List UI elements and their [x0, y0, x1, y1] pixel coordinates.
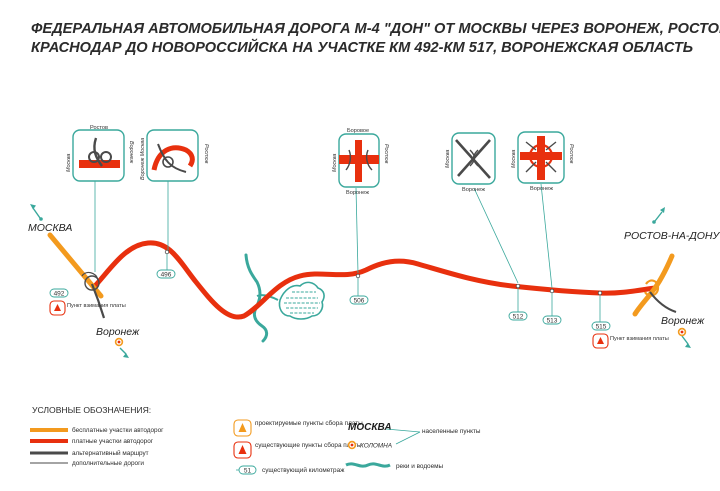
alt-route-voronezh-left: [90, 283, 106, 319]
projected-cone-icon: [238, 423, 247, 432]
toll-point-left-label: Пункт взимания платы: [67, 303, 126, 309]
legend-extra-roads: дополнительные дороги: [72, 460, 144, 467]
city-markers: [114, 327, 687, 347]
interchange-1-top-label: Ростов: [90, 125, 108, 131]
map-title-line-1: ФЕДЕРАЛЬНАЯ АВТОМОБИЛЬНАЯ ДОРОГА М-4 "ДО…: [31, 21, 720, 37]
interchange-scheme-5: Москва Ростов Воронеж: [511, 131, 574, 192]
legend-town-example: КОЛОМНА: [360, 443, 392, 450]
interchange-scheme-3: Боровое Москва Ростов Воронеж: [332, 128, 389, 196]
toll-point-left: Пункт взимания платы: [49, 300, 126, 316]
legend-rivers: реки и водоемы: [396, 463, 444, 470]
km-513-label: 513: [547, 317, 558, 324]
interchange-2-right-label: Ростов: [203, 144, 209, 164]
legend: УСЛОВНЫЕ ОБОЗНАЧЕНИЯ: бесплатные участки…: [30, 405, 481, 475]
existing-cone-icon: [238, 445, 247, 454]
legend-toll-roads: платные участки автодорог: [72, 438, 154, 445]
legend-city-example: МОСКВА: [348, 422, 392, 433]
legend-existing-km: существующий километраж: [262, 466, 345, 474]
arrow-moscow-icon: [30, 204, 43, 221]
legend-free-roads: бесплатные участки автодорог: [72, 426, 164, 434]
map-title-line-2: КРАСНОДАР ДО НОВОРОССИЙСКА НА УЧАСТКЕ КМ…: [31, 38, 693, 56]
interchange-scheme-1: Ростов Москва Воронеж: [66, 125, 134, 182]
legend-existing-toll: существующие пункты сбора платы: [255, 441, 362, 449]
legend-projected-toll: проектируемые пункты сбора платы: [255, 419, 363, 427]
cone-icon: [54, 304, 61, 311]
interchange-5-bottom-label: Воронеж: [530, 186, 553, 192]
interchange-km492: [81, 271, 100, 291]
km-marker-513: 513: [542, 288, 562, 325]
legend-alt-route: альтернативный маршрут: [72, 449, 149, 457]
city-label-moscow: МОСКВА: [28, 222, 72, 234]
rostov-interchange-arc: [644, 279, 660, 297]
direction-arrows: [30, 204, 691, 358]
toll-point-right: Пункт взимания платы: [592, 333, 669, 349]
km-512-label: 512: [513, 313, 524, 320]
interchange-1-left-label: Москва: [66, 154, 72, 172]
interchange-3-top-label: Боровое: [347, 128, 369, 134]
city-label-voronezh-left: Воронеж: [96, 326, 140, 338]
toll-point-right-label: Пункт взимания платы: [610, 336, 669, 342]
interchange-2-left-label: Воронеж Москва: [140, 138, 146, 180]
legend-river-sample: [345, 462, 391, 468]
arrow-rostov-icon: [652, 207, 665, 224]
alt-route-voronezh-right: [649, 291, 677, 313]
city-label-rostov: РОСТОВ-НА-ДОНУ: [624, 230, 720, 242]
km-markers: 492 496 506 512 513: [49, 249, 611, 331]
km-marker-515: 515: [591, 290, 611, 331]
legend-settlements: населенные пункты: [422, 428, 481, 435]
km-marker-492: 492: [49, 288, 69, 298]
arrow-voronezh-left-icon: [119, 347, 129, 358]
interchange-3-right-label: Ростов: [383, 144, 389, 164]
interchange-3-left-label: Москва: [332, 154, 338, 172]
legend-km-example: 51: [244, 467, 252, 474]
km-marker-496: 496: [156, 249, 176, 279]
legend-heading: УСЛОВНЫЕ ОБОЗНАЧЕНИЯ:: [32, 405, 151, 415]
interchange-1-right-label: Воронеж: [128, 141, 134, 163]
interchange-4-bottom-label: Воронеж: [462, 187, 485, 193]
km-492-label: 492: [54, 290, 65, 297]
interchange-scheme-2: Воронеж Москва Ростов: [140, 129, 209, 182]
interchange-scheme-4: Москва Воронеж: [445, 132, 496, 193]
km-515-label: 515: [596, 323, 607, 330]
interchange-5-left-label: Москва: [511, 150, 517, 168]
arrow-voronezh-right-icon: [681, 335, 691, 348]
city-label-voronezh-right: Воронеж: [661, 315, 705, 327]
interchange-4-left-label: Москва: [445, 150, 451, 168]
free-road-rostov: [632, 253, 675, 317]
cone-icon: [597, 337, 604, 344]
km-marker-506: 506: [349, 273, 369, 305]
reservoir-hatching: [284, 291, 320, 314]
km-496-label: 496: [161, 271, 172, 278]
interchange-3-bottom-label: Воронеж: [346, 190, 369, 196]
interchange-5-right-label: Ростов: [568, 144, 574, 164]
leader-lines: [94, 180, 553, 289]
reservoir: [278, 281, 325, 320]
km-marker-512: 512: [508, 283, 528, 321]
km-506-label: 506: [354, 297, 365, 304]
